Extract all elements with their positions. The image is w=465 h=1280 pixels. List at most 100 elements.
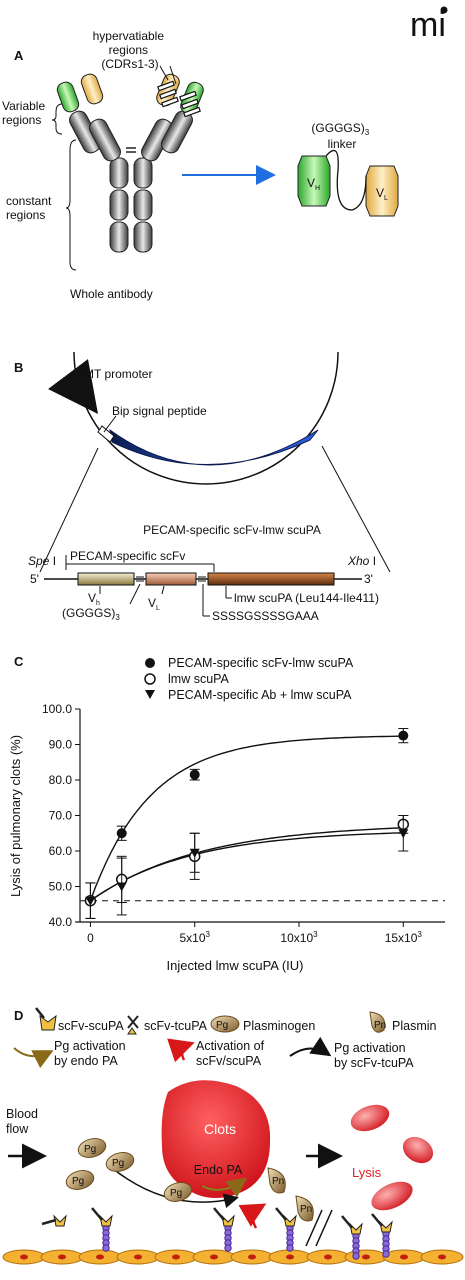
data-point (189, 768, 200, 781)
x-tick-label: 5x103 (179, 930, 210, 945)
surface-activation-arrow (238, 1203, 267, 1229)
legend-entry-1: PECAM-specific scFv-lmw scuPA (168, 656, 354, 670)
vl-block (145, 572, 197, 586)
panel-c: C PECAM-specific scFv-lmw scuPA lmw scuP… (8, 654, 445, 973)
antibody-constant-regions (109, 147, 153, 253)
plot-axes (76, 709, 445, 923)
y-tick-label: 90.0 (49, 738, 73, 752)
legend-marker-filled-circle (145, 658, 155, 668)
fit-curve-3 (90, 832, 404, 902)
endothelium (2, 1249, 464, 1265)
endo-activation-arrow (13, 1047, 54, 1069)
break-mark-1 (305, 1209, 323, 1247)
data-point (398, 728, 409, 744)
bip-signal-segment (97, 425, 115, 443)
panel-b-label: B (14, 360, 23, 375)
cell-nucleus (172, 1254, 180, 1260)
y-tick-label: 50.0 (49, 880, 73, 894)
cell-nucleus (96, 1254, 104, 1260)
data-point (116, 857, 127, 916)
clots-label: Clots (204, 1121, 236, 1137)
panel-d: D scFv-scuPA scFv-tcuPA Pg Plasminogen P… (2, 1007, 464, 1265)
lmw-scupa-block (207, 572, 335, 586)
plasminogen-molecules: Pg Pg Pg Pg (65, 1138, 193, 1202)
svg-text:Pg: Pg (170, 1188, 182, 1199)
cell-nucleus (324, 1254, 332, 1260)
legend: PECAM-specific scFv-lmw scuPA lmw scuPA … (144, 656, 354, 702)
variable-regions-label: Variable regions (2, 99, 48, 127)
svg-text:Pn: Pn (374, 1020, 386, 1031)
cell-nucleus (400, 1254, 408, 1260)
marker-triangle (116, 882, 127, 892)
cell-nucleus (58, 1254, 66, 1260)
legend-marker-triangle (145, 690, 155, 699)
blood-flow-label: Blood flow (6, 1107, 41, 1136)
endo-pa-label: Endo PA (194, 1163, 243, 1177)
legend-endo-activation: Pg activation by endo PA (54, 1039, 129, 1068)
svg-text:Pg: Pg (112, 1158, 124, 1169)
cell-nucleus (438, 1254, 446, 1260)
receptor-with-scfv (275, 1207, 297, 1252)
cell-nucleus (286, 1254, 294, 1260)
data-point (85, 882, 96, 919)
lmw-scupa-label: lmw scuPA (Leu144-Ile411) (234, 591, 379, 605)
svg-text:Pg: Pg (72, 1176, 84, 1187)
cell-nucleus (248, 1254, 256, 1260)
legend-marker-open-circle (144, 673, 156, 685)
linker-label: (GGGGS)3 linker (311, 121, 372, 151)
cdr-loops (157, 80, 201, 118)
zoom-line-left (39, 447, 99, 573)
plasmin-molecules: Pn Pn (267, 1167, 314, 1222)
panel-c-label: C (14, 654, 24, 669)
zoom-line-right (321, 445, 391, 573)
fit-curve-1 (89, 735, 404, 901)
plot-area (80, 728, 445, 919)
clot (161, 1080, 271, 1198)
construct-title: PECAM-specific scFv-lmw scuPA (143, 523, 321, 537)
free-scfv-scupa (41, 1214, 67, 1227)
tcupa-activation-arrow (289, 1036, 332, 1057)
three-prime: 3' (364, 572, 373, 586)
svg-text:Pn: Pn (300, 1204, 312, 1215)
svg-text:Pg: Pg (216, 1020, 228, 1031)
scupa-activation-arrow (167, 1038, 195, 1063)
y-axis-label: Lysis of pulmonary clots (%) (8, 735, 23, 897)
y-tick-label: 40.0 (49, 915, 73, 929)
data-point (189, 832, 200, 873)
svg-text:Pg: Pg (84, 1144, 96, 1155)
logo-dot (440, 6, 448, 14)
vl-label: VL (148, 596, 160, 612)
five-prime: 5' (30, 572, 39, 586)
whole-antibody-label: Whole antibody (70, 287, 153, 301)
scfv-tcupa-icon (127, 1015, 139, 1035)
constant-brace (65, 139, 77, 271)
marker-triangle (398, 829, 409, 839)
scfv-vh-label: VH (307, 176, 320, 192)
legend-plasminogen: Plasminogen (243, 1019, 315, 1033)
fit-curve-2 (90, 827, 404, 902)
receptor-with-scfv (341, 1215, 363, 1260)
receptor-with-scfv (371, 1213, 393, 1258)
break-mark-2 (315, 1209, 333, 1247)
scfv-vh-domain (297, 155, 331, 207)
legend-entry-3: PECAM-specific Ab + lmw scuPA (168, 688, 352, 702)
legend-entry-2: lmw scuPA (168, 672, 230, 686)
lysed-clot-fragments (350, 1104, 434, 1211)
receptor-with-scfv (91, 1207, 113, 1252)
cell-nucleus (210, 1254, 218, 1260)
marker-filled-circle (116, 828, 127, 839)
antibody-right-arm (141, 65, 204, 162)
constant-regions-label: constant regions (6, 194, 55, 222)
hypervariable-label: hypervatiable regions (CDRs1-3) (93, 29, 168, 71)
marker-filled-circle (189, 769, 200, 780)
x-tick-label: 0 (87, 931, 94, 945)
scfv-scupa-icon (35, 1007, 57, 1031)
legend-scupa-activation: Activation of scFv/scuPA (196, 1039, 268, 1068)
svg-text:Pn: Pn (272, 1176, 284, 1187)
spe-site: Spe I (28, 554, 56, 568)
ggggs-label: (GGGGS)3 (62, 606, 120, 622)
journal-logo: mi (410, 6, 448, 44)
panel-a: A (2, 29, 399, 301)
